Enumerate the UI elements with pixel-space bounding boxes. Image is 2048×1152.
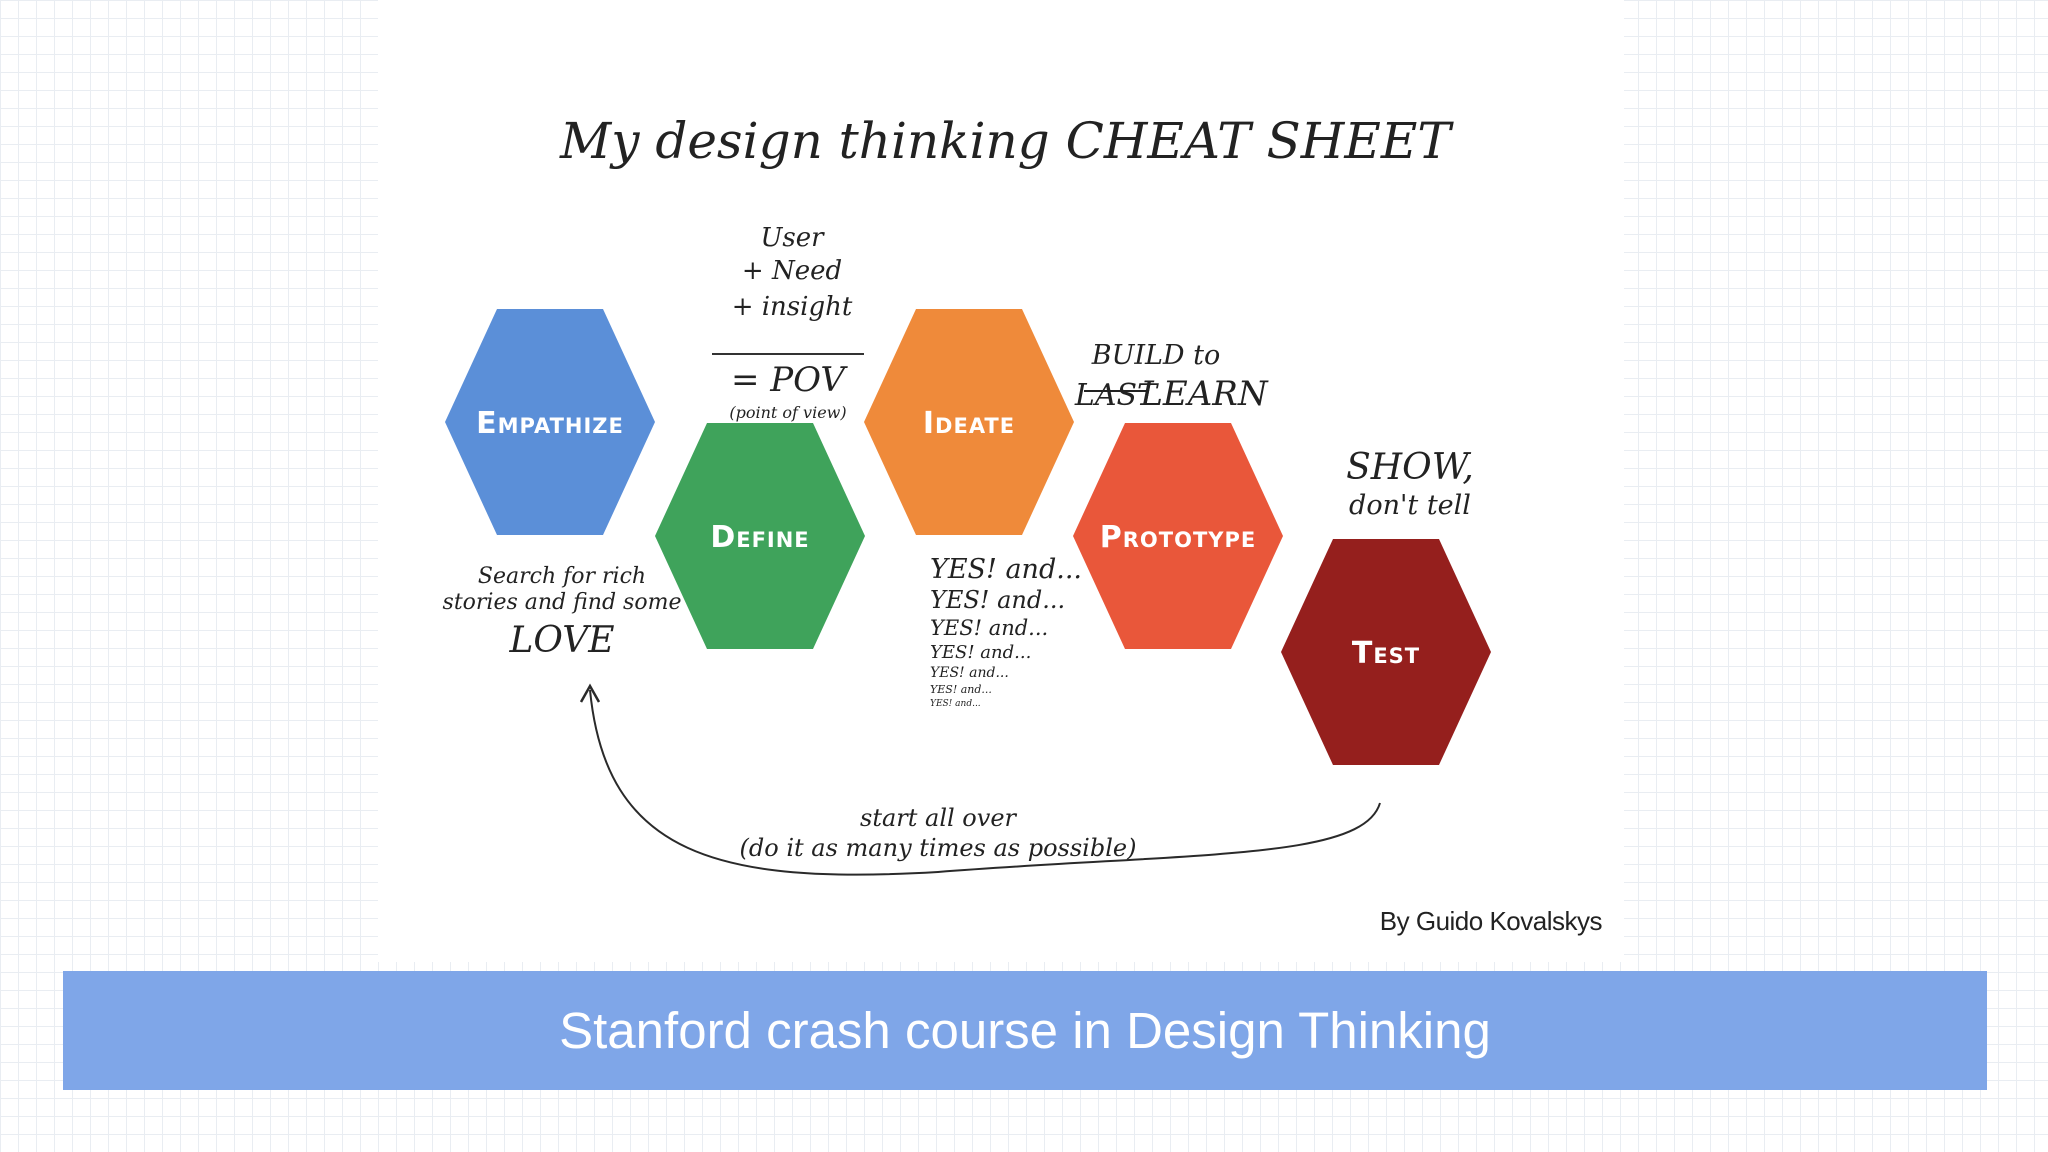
ideate-yes-6: YES! and...: [930, 683, 992, 696]
ideate-yes-5: YES! and...: [930, 665, 1009, 681]
loop-arrow: [589, 689, 1381, 876]
pov-caption: (point of view): [729, 403, 846, 422]
empathize-hexagon: [445, 309, 655, 535]
pov-insight: + insight: [732, 292, 853, 322]
empathize-note-line2: stories and find some: [443, 590, 682, 615]
design-thinking-diagram: My design thinking CHEAT SHEET User + Ne…: [443, 112, 1491, 876]
define-hexagon: [655, 423, 865, 649]
empathize-note-line1: Search for rich: [478, 564, 646, 589]
title-banner: Stanford crash course in Design Thinking: [63, 971, 1987, 1090]
pov-need: + Need: [742, 256, 842, 286]
prototype-note-learn: LEARN: [1139, 374, 1269, 414]
cheat-sheet-image: My design thinking CHEAT SHEET User + Ne…: [378, 0, 1624, 962]
prototype-hexagon: [1073, 423, 1283, 649]
loop-arrowhead: [579, 683, 601, 703]
author-credit: By Guido Kovalskys: [1379, 906, 1603, 936]
test-hexagon: [1281, 539, 1491, 765]
ideate-label: Ideate: [923, 406, 1015, 441]
test-label: Test: [1352, 636, 1420, 671]
ideate-yes-3: YES! and...: [930, 616, 1048, 640]
ideate-yes-7: YES! and...: [930, 699, 981, 709]
prototype-label: Prototype: [1100, 520, 1256, 555]
banner-title: Stanford crash course in Design Thinking: [559, 1002, 1491, 1059]
define-label: Define: [710, 520, 809, 555]
ideate-yes-4: YES! and...: [930, 642, 1031, 663]
cheat-sheet-title: My design thinking CHEAT SHEET: [559, 112, 1454, 170]
ideate-yes-1: YES! and...: [930, 554, 1082, 585]
loop-note-line2: (do it as many times as possible): [740, 834, 1137, 862]
ideate-hexagon: [864, 309, 1074, 535]
pov-user: User: [760, 223, 825, 253]
test-note-tell: don't tell: [1349, 490, 1471, 521]
pov-result: = POV: [731, 360, 848, 400]
loop-note-line1: start all over: [860, 804, 1018, 832]
empathize-label: Empathize: [476, 406, 624, 441]
test-note-show: SHOW,: [1346, 447, 1474, 488]
prototype-note-struck: LAST: [1074, 378, 1159, 413]
ideate-yes-2: YES! and...: [930, 586, 1065, 614]
prototype-note-build: BUILD to: [1091, 340, 1221, 371]
empathize-note-love: LOVE: [508, 620, 614, 661]
